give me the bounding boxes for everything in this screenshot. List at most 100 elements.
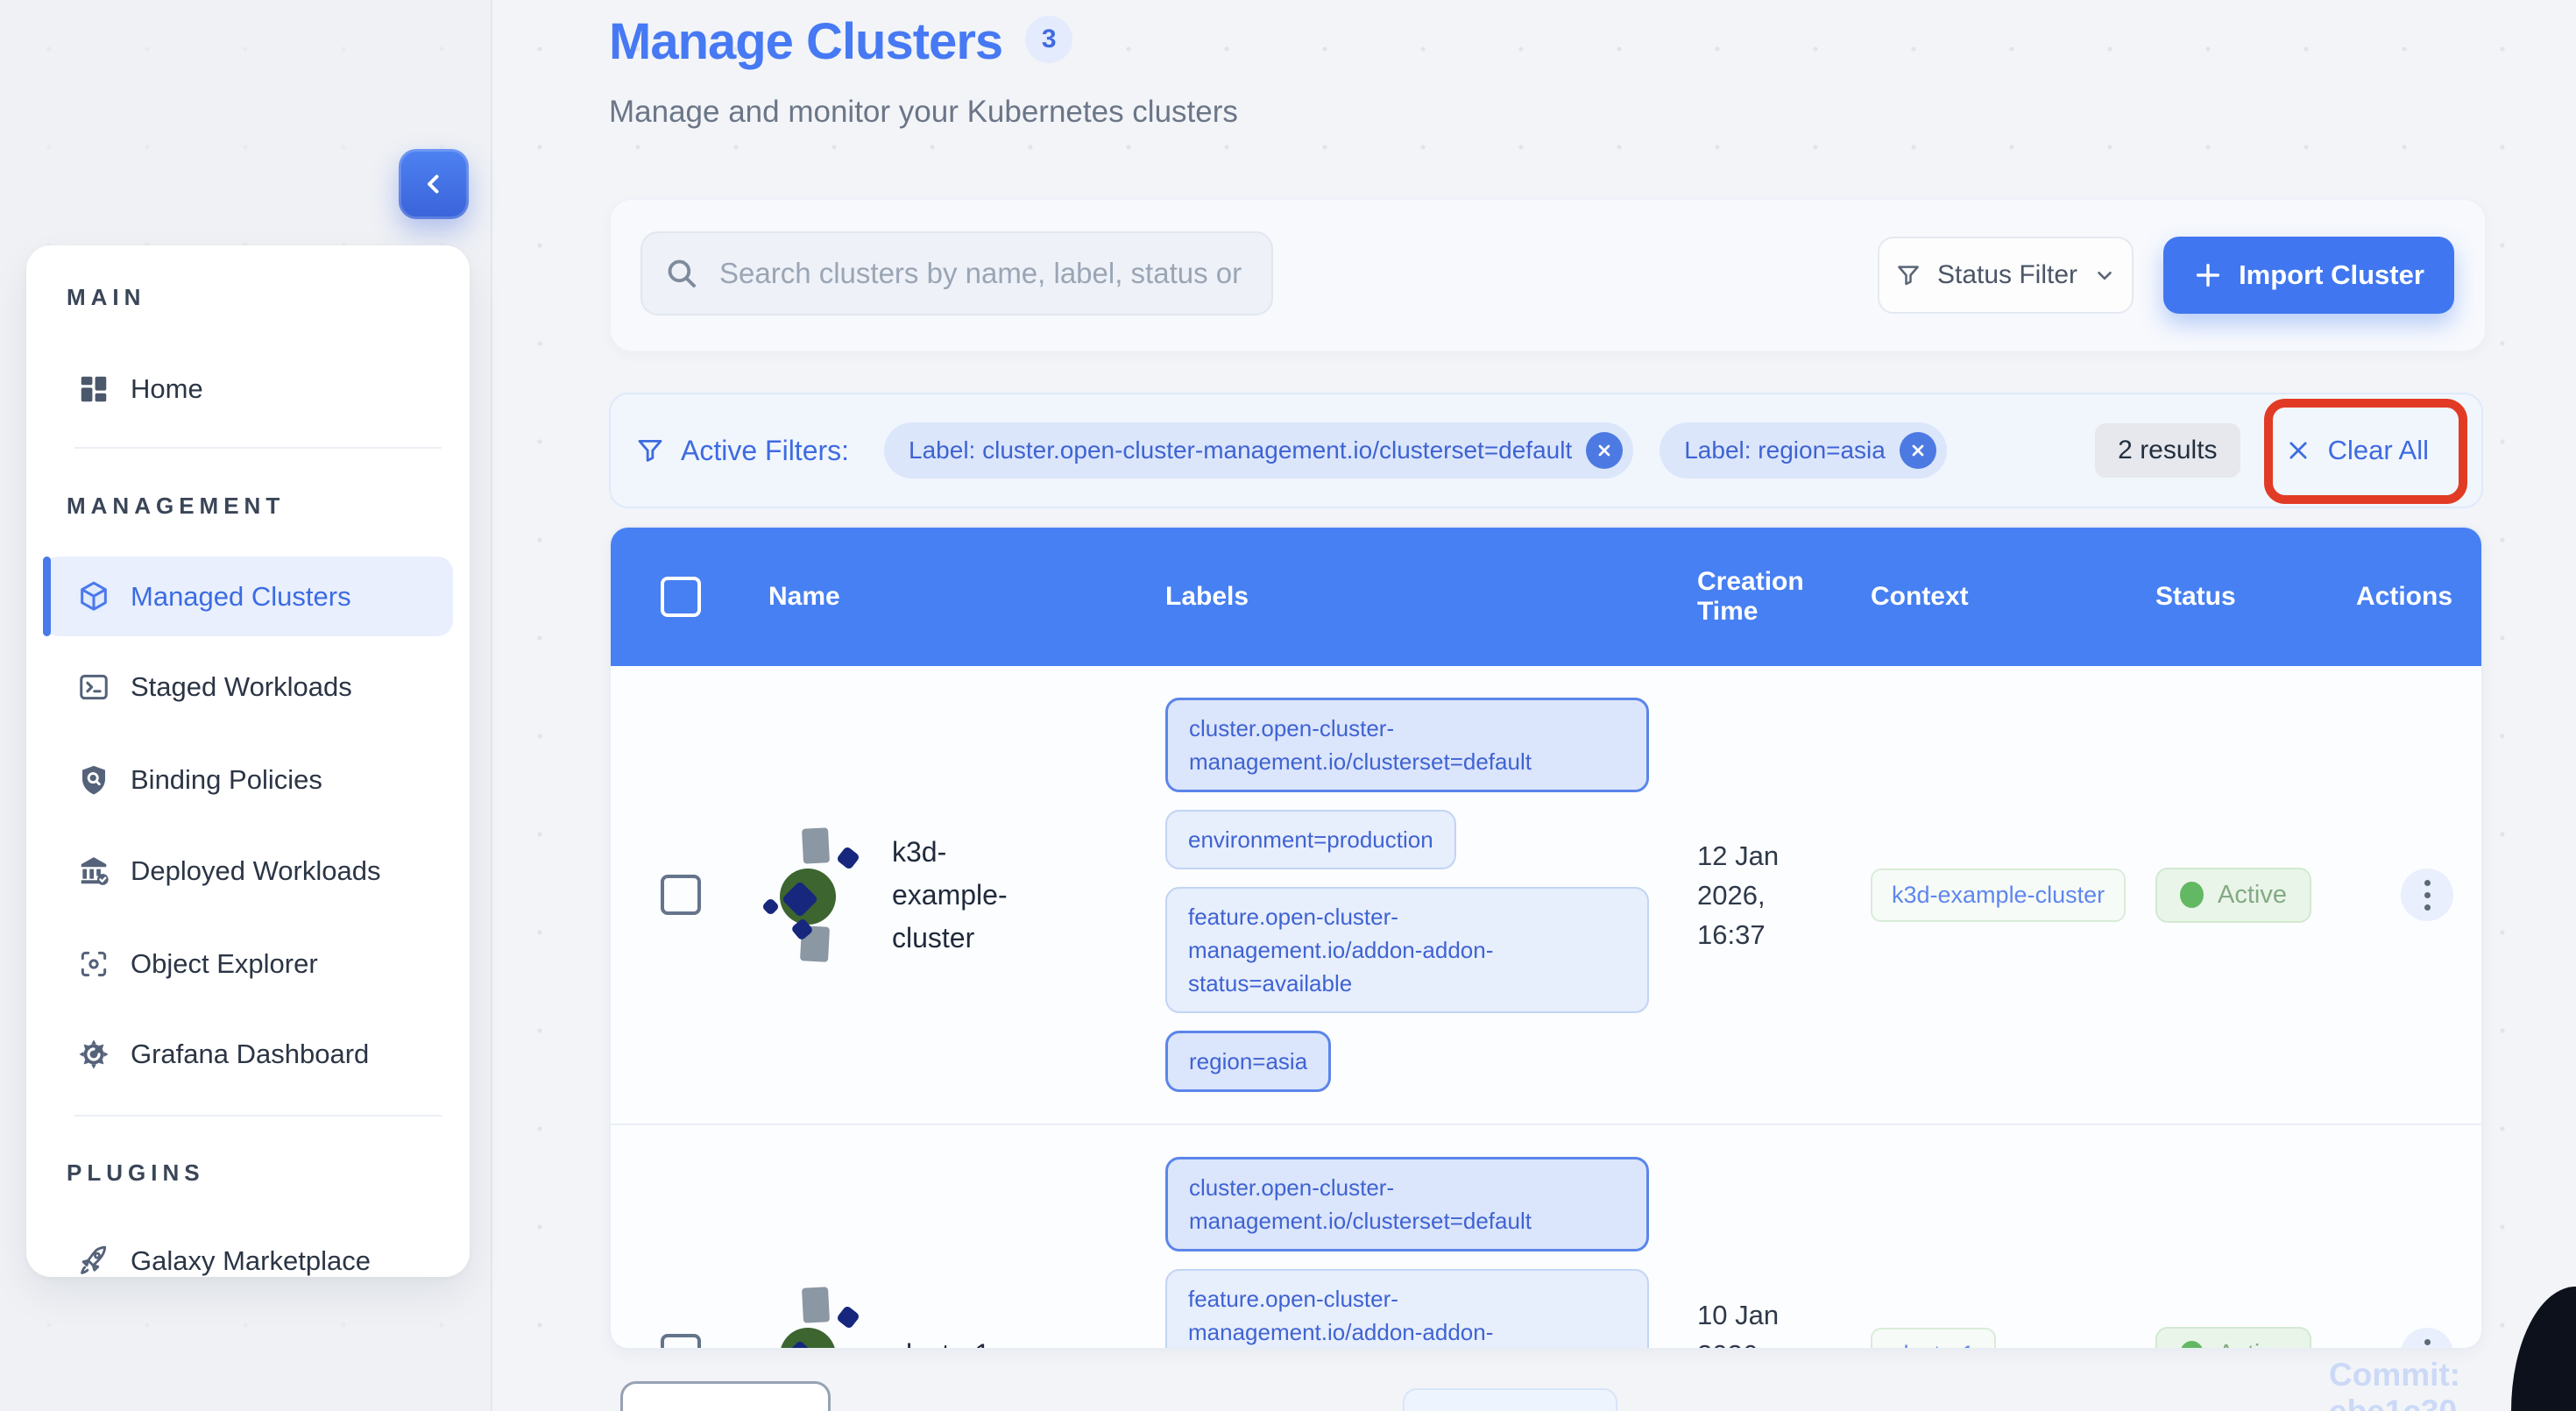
plus-icon [2193, 260, 2223, 290]
sidebar-item-home[interactable]: Home [43, 361, 453, 417]
context-chip[interactable]: k3d-example-cluster [1871, 869, 2126, 922]
x-icon [2286, 438, 2311, 463]
page-subtitle: Manage and monitor your Kubernetes clust… [609, 95, 1238, 130]
pagination-button-partial[interactable] [620, 1381, 831, 1411]
status-label: Active [2218, 1340, 2287, 1351]
sidebar-item-label: Galaxy Marketplace [131, 1245, 371, 1277]
pagination-button-partial[interactable] [1403, 1388, 1617, 1411]
clear-all-label: Clear All [2328, 435, 2429, 466]
cube-icon [76, 579, 111, 614]
labels-cell: cluster.open-cluster-management.io/clust… [1150, 666, 1667, 1124]
page-title: Manage Clusters [609, 12, 1002, 71]
sidebar-divider-line [491, 0, 492, 1411]
terminal-icon [76, 670, 111, 705]
status-filter-button[interactable]: Status Filter [1878, 237, 2134, 314]
active-filters-label: Active Filters: [681, 435, 849, 467]
status-dot-icon [2180, 882, 2204, 908]
sidebar-section-divider [74, 1115, 442, 1117]
column-header-labels: Labels [1150, 582, 1667, 612]
import-cluster-button[interactable]: Import Cluster [2163, 237, 2454, 314]
row-checkbox[interactable] [661, 875, 701, 915]
column-header-context: Context [1851, 582, 2140, 612]
select-all-checkbox[interactable] [661, 577, 701, 617]
import-cluster-label: Import Cluster [2239, 259, 2424, 291]
label-chip: cluster.open-cluster-management.io/clust… [1165, 1157, 1649, 1251]
status-filter-label: Status Filter [1937, 260, 2077, 290]
sidebar: MAIN Home MANAGEMENT Managed Clusters St… [26, 245, 470, 1277]
sidebar-item-object-explorer[interactable]: Object Explorer [43, 936, 453, 992]
funnel-icon [1895, 262, 1921, 288]
status-badge: Active [2155, 868, 2311, 923]
filter-chip: Label: cluster.open-cluster-management.i… [884, 422, 1633, 479]
filter-chip: Label: region=asia [1660, 422, 1947, 479]
chevron-down-icon [2093, 264, 2116, 287]
sidebar-item-galaxy-marketplace[interactable]: Galaxy Marketplace [43, 1233, 453, 1277]
clusters-table: Name Labels Creation Time Context Status… [609, 526, 2483, 1350]
results-count-badge: 2 results [2095, 423, 2240, 478]
label-chip: feature.open-cluster-management.io/addon… [1165, 1269, 1649, 1350]
sidebar-item-binding-policies[interactable]: Binding Policies [43, 752, 453, 808]
screen-corner-overlay [2511, 1287, 2576, 1411]
bank-check-icon [76, 854, 111, 889]
creation-time: 12 Jan 2026, 16:37 [1697, 836, 1829, 954]
filter-chip-label: Label: region=asia [1684, 436, 1886, 464]
status-badge: Active [2155, 1327, 2311, 1351]
toolbar-card: Status Filter Import Cluster [609, 198, 2487, 352]
creation-time: 10 Jan 2026, 16:05 [1697, 1295, 1829, 1351]
sidebar-item-label: Grafana Dashboard [131, 1039, 369, 1070]
dashboard-icon [76, 372, 111, 407]
search-input[interactable] [718, 256, 1250, 291]
sidebar-section-plugins: PLUGINS [67, 1159, 205, 1187]
sidebar-item-label: Home [131, 373, 203, 405]
shield-search-icon [76, 762, 111, 798]
sidebar-section-divider [74, 447, 442, 449]
cluster-name: k3d-example-cluster [892, 831, 1058, 960]
labels-cell: cluster.open-cluster-management.io/clust… [1150, 1125, 1667, 1350]
label-chip: feature.open-cluster-management.io/addon… [1165, 887, 1649, 1013]
filter-chip-label: Label: cluster.open-cluster-management.i… [909, 436, 1572, 464]
label-chip: cluster.open-cluster-management.io/clust… [1165, 698, 1649, 792]
rocket-icon [76, 1244, 111, 1277]
row-actions-kebab-icon[interactable] [2401, 1328, 2453, 1350]
table-body: k3d-example-cluster cluster.open-cluster… [611, 666, 2481, 1350]
cluster-name: cluster1 [892, 1333, 1058, 1351]
search-icon [663, 255, 700, 292]
column-header-creation-time: Creation Time [1667, 567, 1851, 627]
table-header: Name Labels Creation Time Context Status… [611, 528, 2481, 666]
remove-filter-icon[interactable] [1586, 432, 1623, 469]
chevron-left-icon [419, 169, 449, 199]
sidebar-item-label: Object Explorer [131, 948, 318, 980]
label-chip: region=asia [1165, 1031, 1331, 1092]
sidebar-collapse-button[interactable] [399, 149, 469, 219]
clear-all-button[interactable]: Clear All [2281, 434, 2434, 467]
table-row: k3d-example-cluster cluster.open-cluster… [611, 666, 2481, 1124]
sidebar-item-managed-clusters[interactable]: Managed Clusters [43, 557, 453, 636]
sidebar-item-label: Managed Clusters [131, 581, 351, 613]
sidebar-item-grafana-dashboard[interactable]: Grafana Dashboard [43, 1026, 453, 1082]
cluster-count-badge: 3 [1025, 16, 1072, 63]
column-header-actions: Actions [2332, 582, 2481, 612]
row-actions-kebab-icon[interactable] [2401, 869, 2453, 921]
search-box [640, 231, 1273, 316]
row-checkbox[interactable] [661, 1334, 701, 1350]
column-header-name: Name [747, 582, 1150, 612]
label-chip: environment=production [1165, 810, 1456, 869]
sidebar-item-label: Deployed Workloads [131, 855, 380, 887]
grafana-icon [76, 1037, 111, 1072]
column-header-status: Status [2140, 582, 2332, 612]
status-dot-icon [2180, 1341, 2204, 1350]
sidebar-item-deployed-workloads[interactable]: Deployed Workloads [43, 843, 453, 899]
status-label: Active [2218, 881, 2287, 910]
cluster-icon [766, 828, 867, 961]
active-filters-bar: Active Filters: Label: cluster.open-clus… [609, 393, 2483, 508]
cluster-icon [766, 1287, 867, 1350]
funnel-icon [635, 436, 665, 465]
sidebar-section-management: MANAGEMENT [67, 493, 285, 520]
remove-filter-icon[interactable] [1900, 432, 1936, 469]
scan-focus-icon [76, 947, 111, 982]
sidebar-section-main: MAIN [67, 284, 145, 311]
sidebar-item-label: Binding Policies [131, 764, 322, 796]
sidebar-item-staged-workloads[interactable]: Staged Workloads [43, 659, 453, 715]
context-chip[interactable]: cluster1 [1871, 1328, 1996, 1351]
